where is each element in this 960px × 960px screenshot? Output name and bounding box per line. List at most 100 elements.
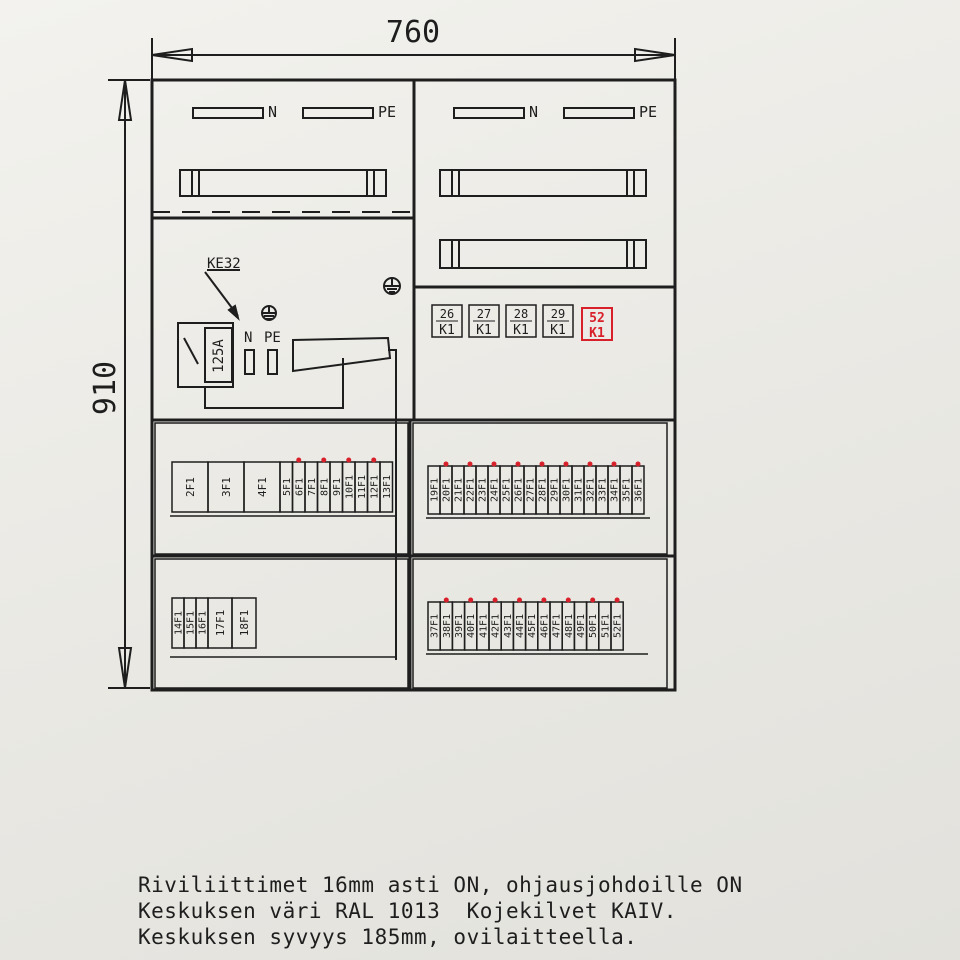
cable-duct	[292, 336, 392, 373]
contactor-number: 29	[551, 307, 565, 321]
breaker-35f1: 35F1	[619, 465, 633, 515]
din-rail-right-2	[439, 239, 647, 269]
breaker-label: 42F1	[491, 614, 502, 638]
note-line-1: Riviliittimet 16mm asti ON, ohjausjohdoi…	[138, 873, 743, 897]
breaker-42f1: 42F1	[488, 597, 502, 651]
breaker-37f1: 37F1	[427, 601, 441, 651]
contactor-ref: K1	[550, 323, 566, 338]
breaker-label: 25F1	[502, 478, 513, 502]
breaker-38f1: 38F1	[439, 597, 454, 651]
contactor-number: 27	[477, 307, 491, 321]
pe-busbar-left	[302, 107, 374, 119]
breaker-41f1: 41F1	[476, 601, 490, 651]
specification-notes: Riviliittimet 16mm asti ON, ohjausjohdoi…	[138, 872, 858, 950]
breaker-label: 31F1	[574, 478, 585, 502]
breaker-label: 15F1	[186, 611, 197, 635]
breaker-5f1: 5F1	[279, 461, 294, 513]
breaker-label: 29F1	[550, 478, 561, 502]
width-dimension: 760	[151, 15, 676, 80]
breaker-44f1: 44F1	[512, 597, 527, 651]
breaker-label: 43F1	[503, 614, 514, 638]
red-mark	[371, 457, 377, 463]
breaker-label: 11F1	[357, 475, 368, 499]
breaker-19f1: 19F1	[427, 465, 441, 515]
red-mark	[492, 597, 498, 603]
breaker-13f1: 13F1	[379, 461, 394, 513]
breaker-label: 10F1	[344, 475, 355, 499]
breaker-18f1: 18F1	[231, 597, 257, 649]
earth-symbol-icon	[383, 277, 401, 295]
breaker-23f1: 23F1	[475, 465, 489, 515]
breaker-45f1: 45F1	[524, 601, 539, 651]
breaker-label: 34F1	[610, 478, 621, 502]
breaker-label: 5F1	[282, 478, 293, 496]
breaker-48f1: 48F1	[561, 597, 576, 651]
n-terminal	[244, 349, 255, 375]
breaker-label: 28F1	[538, 478, 549, 502]
red-mark	[346, 457, 352, 463]
breaker-17f1: 17F1	[207, 597, 233, 649]
breaker-43f1: 43F1	[500, 601, 515, 651]
breaker-8f1: 8F1	[316, 457, 331, 513]
breaker-label: 21F1	[454, 478, 465, 502]
pe-terminal	[267, 349, 278, 375]
top-right-compartment: N PE	[439, 103, 657, 269]
pe-label-left: PE	[378, 103, 396, 121]
contactor-ref: K1	[513, 323, 529, 338]
main-switch-compartment: KE32 125A N PE	[177, 256, 401, 660]
breaker-label: 13F1	[382, 475, 393, 499]
breaker-label: 12F1	[369, 475, 380, 499]
breaker-label: 32F1	[586, 478, 597, 502]
contactor-ref: K1	[476, 323, 492, 338]
breaker-label: 37F1	[430, 614, 441, 638]
compartment-outlines	[154, 422, 668, 689]
breaker-32f1: 32F1	[583, 461, 597, 515]
n-busbar-left	[192, 107, 264, 119]
breaker-label: 26F1	[514, 478, 525, 502]
breaker-52f1: 52F1	[610, 597, 624, 651]
breaker-11f1: 11F1	[354, 461, 369, 513]
breaker-34f1: 34F1	[607, 461, 621, 515]
breaker-22f1: 22F1	[463, 461, 477, 515]
breaker-39f1: 39F1	[451, 601, 466, 651]
red-mark	[587, 461, 593, 467]
width-label: 760	[386, 15, 440, 50]
breaker-label: 16F1	[198, 611, 209, 635]
red-mark	[541, 597, 547, 603]
breaker-50f1: 50F1	[585, 597, 600, 651]
breaker-24f1: 24F1	[487, 461, 501, 515]
breaker-6f1: 6F1	[291, 457, 306, 513]
breaker-label: 8F1	[319, 478, 330, 496]
breaker-7f1: 7F1	[304, 461, 319, 513]
n-label-right: N	[529, 103, 538, 121]
breaker-label: 30F1	[562, 478, 573, 502]
breaker-label: 14F1	[174, 611, 185, 635]
breaker-label: 38F1	[442, 614, 453, 638]
breaker-label: 27F1	[526, 478, 537, 502]
main-switch-ref: KE32	[207, 256, 241, 272]
breaker-label: 52F1	[613, 614, 624, 638]
breaker-label: 2F1	[184, 477, 197, 497]
breaker-label: 18F1	[238, 610, 251, 637]
breaker-40f1: 40F1	[463, 597, 478, 651]
breaker-label: 40F1	[466, 614, 477, 638]
breaker-label: 19F1	[430, 478, 441, 502]
contactor-ref: K1	[439, 323, 455, 338]
contactor-number: 28	[514, 307, 528, 321]
red-mark	[491, 461, 497, 467]
breaker-label: 46F1	[539, 614, 550, 638]
breaker-49f1: 49F1	[573, 601, 588, 651]
main-switch-rating: 125A	[211, 339, 227, 373]
height-label: 910	[88, 361, 123, 415]
note-line-2: Keskuksen väri RAL 1013 Kojekilvet KAIV.	[138, 899, 677, 923]
breaker-label: 35F1	[622, 478, 633, 502]
breaker-12f1: 12F1	[366, 457, 381, 513]
breaker-21f1: 21F1	[451, 465, 465, 515]
